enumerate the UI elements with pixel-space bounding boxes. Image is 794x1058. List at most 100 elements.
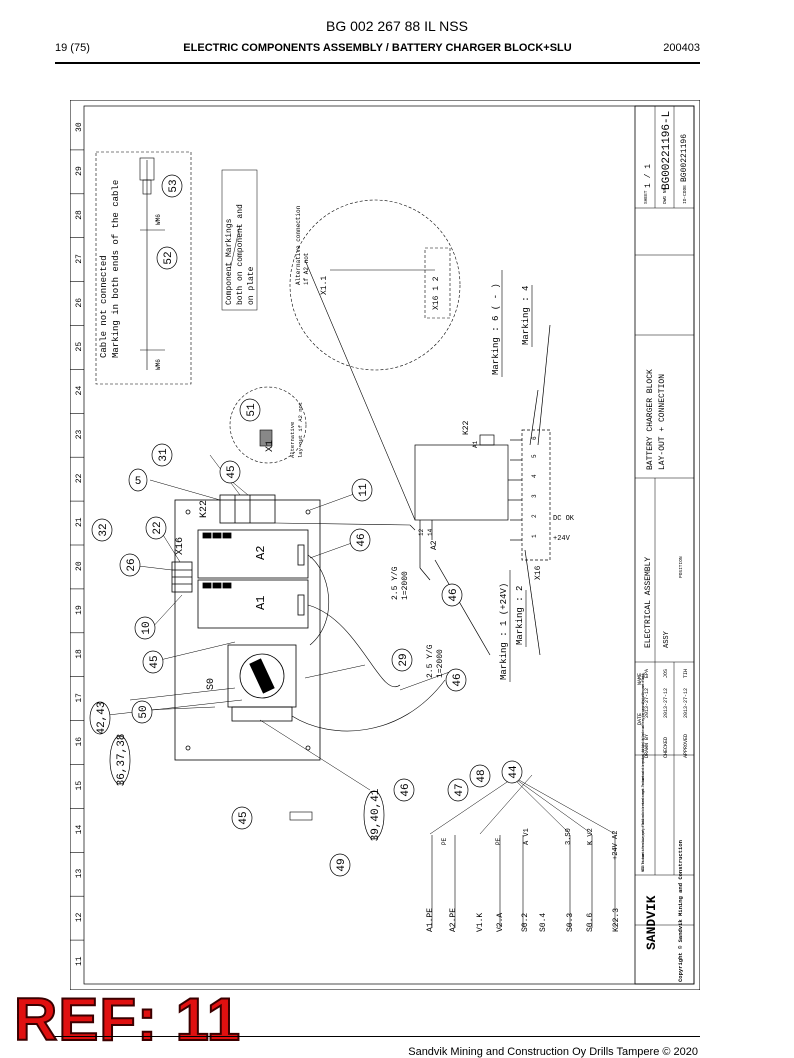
svg-text:46: 46: [452, 673, 464, 686]
grid-number-14: 14: [75, 825, 84, 835]
page-number: 19 (75): [55, 42, 90, 54]
notice-text: NOTICE: This document is the exclusive p…: [641, 672, 646, 872]
footer-copyright: Sandvik Mining and Construction Oy Drill…: [408, 1046, 698, 1058]
svg-text:36,37,38: 36,37,38: [116, 734, 128, 787]
alt-layout-line-1: Alternative: [289, 422, 296, 458]
wire-note-2-line-1: 2.5 Y/G: [426, 644, 435, 678]
alt-connection-line-2: if A2 not: [303, 253, 310, 285]
balloon-45-b: 45: [142, 650, 164, 674]
wm6-label-bottom: WM6: [155, 359, 162, 370]
svg-text:10: 10: [141, 621, 153, 634]
balloon-42-43: 42,43: [89, 701, 111, 735]
position-label: POSITION: [678, 556, 684, 578]
assy-label: ASSY: [663, 630, 671, 648]
copyright-text: Copyright © Sandvik Mining and Construct…: [677, 840, 684, 982]
mounting-plate: [174, 499, 321, 761]
name-column-label: NAME: [637, 673, 643, 685]
a1-label: A1: [254, 596, 268, 610]
approved-name: TIH: [683, 669, 689, 678]
a2-label: A2: [254, 546, 268, 560]
balloon-53: 53: [161, 174, 183, 198]
alternative-connection-circle: [289, 199, 461, 371]
svg-text:5: 5: [135, 476, 142, 488]
balloon-45-a: 45: [219, 460, 241, 484]
grid-number-11: 11: [75, 956, 84, 966]
balloon-31: 31: [151, 443, 173, 467]
svg-text:49: 49: [336, 858, 348, 871]
balloon-52: 52: [156, 246, 178, 270]
drawn-name: EPA: [644, 669, 650, 678]
checked-name: JOS: [663, 669, 669, 678]
alternative-layout-circle: [229, 386, 307, 464]
plus-24v-label: +24V: [553, 535, 571, 543]
marking-4: Marking : 4: [521, 286, 531, 345]
s0-label: S0: [206, 678, 217, 690]
dwg-number: BG00221196-L: [661, 111, 673, 190]
balloon-11: 11: [351, 478, 373, 502]
k22-terminal-14: 14: [427, 528, 434, 536]
balloon-44: 44: [501, 760, 523, 784]
approved-date: 2013-27-12: [683, 688, 689, 718]
balloon-29: 29: [391, 648, 413, 672]
wires: [274, 259, 446, 732]
checked-date: 2013-27-12: [663, 688, 669, 718]
component-markings-line-1: Component Markings: [225, 218, 234, 305]
dwg-nr-label: DWG NR: [662, 187, 668, 204]
grid-number-19: 19: [75, 605, 84, 615]
cable-note-line-2: Marking in both ends of the cable: [111, 180, 121, 358]
grid-number-21: 21: [75, 517, 84, 527]
x16-pin-1: 1: [531, 534, 538, 538]
component-markings-line-2: both on component and: [236, 204, 245, 305]
grid-number-24: 24: [75, 386, 84, 396]
date-code: 200403: [663, 42, 700, 54]
grid-number-30: 30: [75, 122, 84, 132]
cable-note-line-1: Cable not connected: [99, 255, 109, 358]
svg-text:50: 50: [138, 705, 150, 718]
drawing-frame: [70, 100, 700, 990]
sandvik-logo: SANDVIK: [644, 895, 659, 950]
wire-k-v2: K V2: [587, 828, 595, 845]
balloon-50: 50: [131, 700, 153, 724]
svg-text:52: 52: [163, 251, 175, 264]
wire-s0-5: 3.S0: [565, 828, 573, 845]
balloon-5: 5: [128, 468, 148, 492]
charger-a1: [197, 579, 309, 629]
balloon-48: 48: [469, 764, 491, 788]
alt-layout-line-2: lay-out if A2 not: [297, 402, 304, 458]
marking-2: Marking : 2: [515, 586, 525, 645]
date-column-label: DATE: [637, 713, 643, 725]
svg-text:45: 45: [149, 655, 161, 668]
wire-s0-2: S0.2: [521, 913, 530, 932]
wire-pe-2: PE: [495, 837, 502, 845]
k22-terminal-12: 12: [418, 528, 425, 536]
svg-text:53: 53: [168, 179, 180, 192]
wire-s0-3: S0.3: [566, 913, 575, 932]
grid-number-28: 28: [75, 210, 84, 220]
svg-text:44: 44: [508, 765, 520, 779]
balloon-39-40-41: 39,40,41: [363, 788, 385, 841]
balloon-46-d: 46: [393, 778, 415, 802]
grid-number-27: 27: [75, 254, 84, 264]
wire-s0-4: S0.4: [539, 913, 548, 932]
marking-6: Marking : 6 ( - ): [491, 283, 501, 375]
svg-text:46: 46: [448, 588, 460, 601]
id-code-label: ID-CODE: [682, 185, 688, 204]
relay-k22: [219, 494, 276, 524]
grid-number-26: 26: [75, 298, 84, 308]
balloon-46-c: 46: [445, 668, 467, 692]
marking-underlines: [501, 270, 533, 682]
x16-1-2-label: X16 1 2: [432, 276, 441, 310]
svg-text:42,43: 42,43: [96, 701, 108, 734]
grid-number-15: 15: [75, 781, 84, 791]
x1-1-label: X1.1: [320, 276, 329, 295]
wire-note-1-line-2: 1=2000: [401, 571, 410, 600]
balloon-51: 51: [239, 398, 261, 422]
component-markings-line-3: on plate: [247, 266, 256, 305]
balloon-22: 22: [145, 516, 167, 540]
svg-text:45: 45: [226, 465, 238, 478]
title-block: SANDVIK Copyright © Sandvik Mining and C…: [634, 105, 695, 985]
wire-v2-a: V2.A: [496, 913, 505, 932]
x1-label: X1: [265, 440, 276, 452]
terminal-x16: [171, 561, 193, 593]
drawing-title-line-1: BATTERY CHARGER BLOCK: [646, 369, 655, 470]
